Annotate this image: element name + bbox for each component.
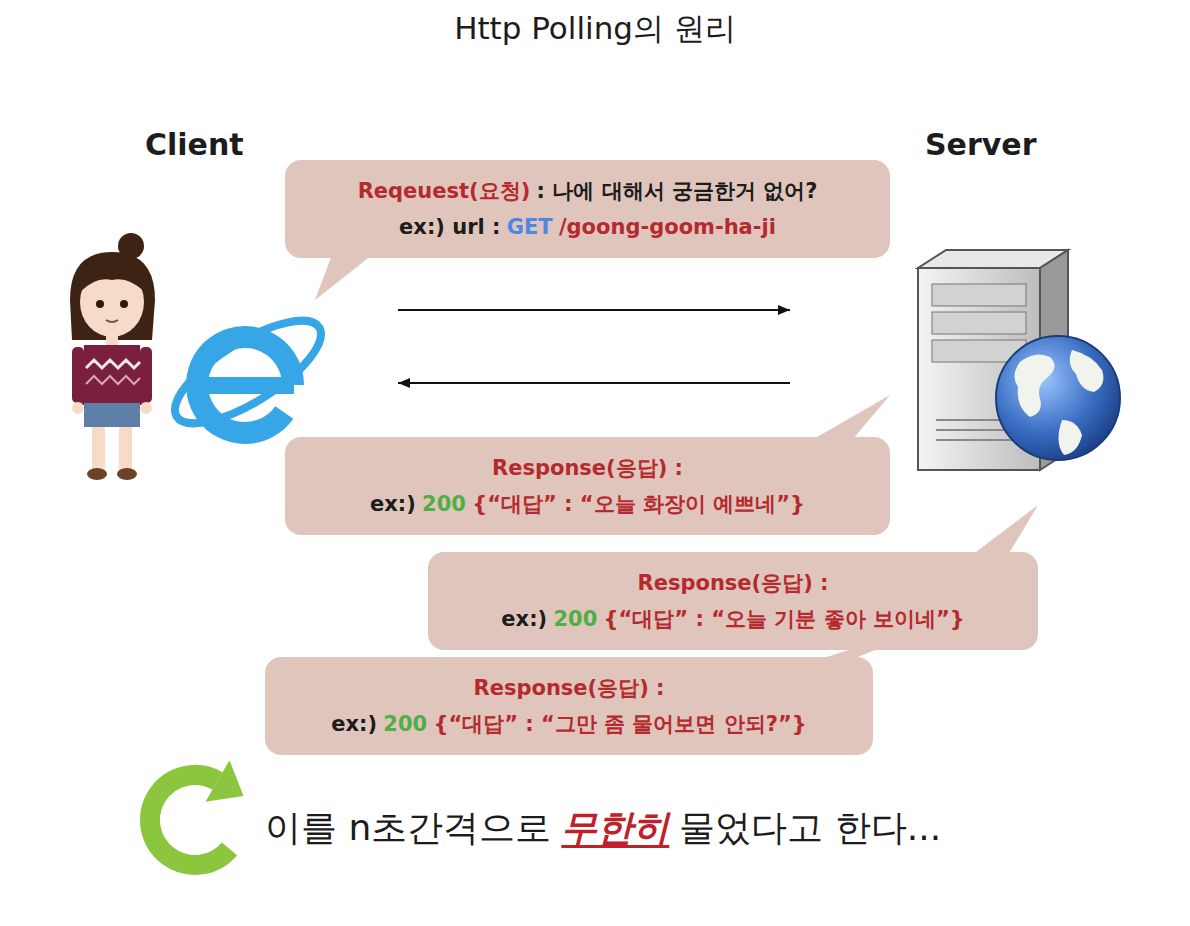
girl-figure [70, 252, 155, 340]
bubble-text: GET [507, 209, 553, 245]
text-row: ex:)200{“대답” : “오늘 기분 좋아 보이네”} [501, 601, 964, 637]
bubble-text: /goong-goom-ha-ji [559, 209, 776, 245]
speech-bubble: Reqeuest(요청): 나에 대해서 궁금한거 없어?ex:) url :G… [285, 160, 890, 258]
browser-logo [161, 302, 335, 442]
repeat-icon [150, 760, 243, 865]
speech-bubble: Response(응답) :ex:)200{“대답” : “오늘 기분 좋아 보… [428, 552, 1038, 650]
text-row: Response(응답) : [492, 450, 683, 486]
bubble-tail [972, 505, 1038, 555]
bubble-text: {“대답” : “그만 좀 물어보면 안되?”} [433, 706, 806, 742]
girl-figure [86, 376, 140, 384]
note-text: 이를 n초간격으로 [265, 803, 551, 853]
bubble-text: ex:) [370, 486, 416, 522]
text-row: ex:)200{“대답” : “그만 좀 물어보면 안되?”} [331, 706, 806, 742]
text-row: Server [925, 125, 1036, 165]
actor-box: Client [60, 125, 320, 480]
bubble-tail [812, 395, 890, 440]
server-tower [936, 439, 1022, 441]
girl-figure [80, 262, 145, 292]
browser-logo [208, 377, 294, 394]
globe-icon [1058, 420, 1082, 455]
message-arrow [398, 382, 790, 384]
bubble-text: {“대답” : “오늘 기분 좋아 보이네”} [604, 601, 965, 637]
actor-box: Server [905, 125, 1140, 475]
girl-figure [80, 345, 144, 405]
server-tower [932, 312, 1026, 334]
text-row: Response(응답) : [638, 565, 829, 601]
text-row: Reqeuest(요청): 나에 대해서 궁금한거 없어? [358, 173, 818, 209]
globe-icon [996, 336, 1120, 460]
browser-logo [161, 302, 335, 442]
note-text: 무한히 [561, 803, 669, 853]
bubble-text: ex:) [331, 706, 377, 742]
girl-figure [106, 320, 118, 322]
bubble-text: 200 [553, 601, 597, 637]
server-tower [932, 284, 1026, 306]
speech-bubble: Response(응답) :ex:)200{“대답” : “그만 좀 물어보면 … [265, 657, 873, 755]
girl-figure [140, 347, 152, 403]
girl-figure [117, 468, 137, 480]
bubble-text: 200 [383, 706, 427, 742]
diagram-title: Http Polling의 원리 [0, 8, 1190, 48]
speech-bubble: Response(응답) :ex:)200{“대답” : “오늘 화장이 예쁘네… [285, 437, 890, 535]
bubble-text: Reqeuest(요청) [358, 173, 531, 209]
girl-figure [72, 402, 84, 414]
girl-figure [70, 233, 155, 480]
bubble-text: ex:) url : [399, 209, 500, 245]
message-arrow [398, 309, 790, 311]
girl-figure [140, 402, 152, 414]
globe-icon [996, 336, 1120, 460]
browser-logo [197, 337, 293, 433]
bubble-text: 200 [422, 486, 466, 522]
girl-figure [106, 335, 118, 345]
bubble-tail [315, 255, 372, 300]
globe-icon [1014, 354, 1054, 417]
girl-figure [87, 468, 107, 480]
text-row: Client [145, 125, 244, 165]
girl-figure [84, 403, 140, 427]
text-row: Response(응답) : [474, 670, 665, 706]
text-row: ex:)200{“대답” : “오늘 화장이 예쁘네”} [370, 486, 805, 522]
bubble-text: : 나에 대해서 궁금한거 없어? [537, 173, 818, 209]
bubble-text: {“대답” : “오늘 화장이 예쁘네”} [472, 486, 805, 522]
bubble-text: Response(응답) : [638, 565, 829, 601]
note-text: 물었다고 한다... [679, 803, 941, 853]
girl-figure [96, 300, 104, 308]
girl-figure [120, 300, 128, 308]
bubble-text: Response(응답) : [474, 670, 665, 706]
girl-figure [86, 360, 140, 368]
girl-figure [119, 427, 132, 471]
actor-label: Server [925, 125, 1036, 165]
girl-figure [72, 347, 84, 403]
text-row: ex:) url :GET/goong-goom-ha-ji [399, 209, 776, 245]
globe-icon [1070, 350, 1104, 392]
girl-figure [92, 427, 105, 471]
actor-label: Client [145, 125, 244, 165]
bubble-text: ex:) [501, 601, 547, 637]
note-line: 이를 n초간격으로무한히물었다고 한다... [265, 803, 941, 853]
bubble-text: Response(응답) : [492, 450, 683, 486]
repeat-icon [206, 760, 244, 802]
